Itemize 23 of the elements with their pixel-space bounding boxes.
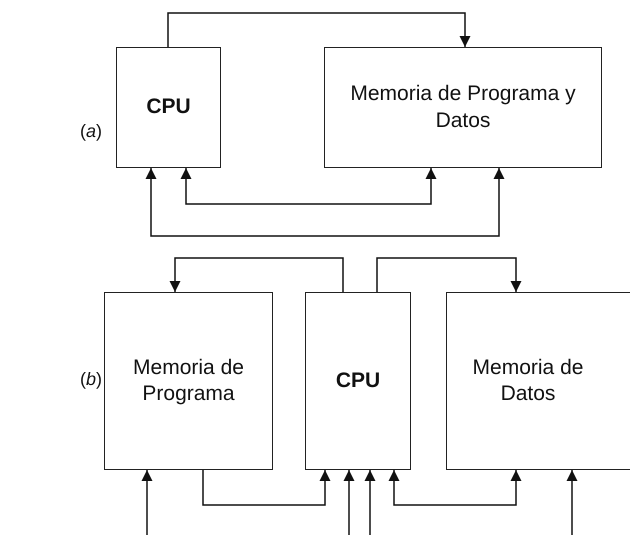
panel-label: (b) [80, 369, 102, 390]
block-box [305, 292, 411, 470]
block-label: Memoria de Programa [132, 354, 245, 407]
arrow [388, 470, 522, 506]
block-box [104, 292, 273, 470]
block-label: Memoria de Programa y Datos [349, 81, 577, 134]
arrow [344, 470, 354, 535]
block-label: Memoria de Datos [472, 354, 584, 407]
block-label: CPU [336, 368, 380, 394]
arrow [364, 470, 376, 535]
block-label: CPU [146, 94, 191, 120]
arrow [180, 168, 436, 205]
panel-label: (a) [80, 121, 102, 142]
arrow [376, 257, 522, 292]
arrow [142, 470, 152, 535]
arrow [202, 470, 330, 506]
arrow [167, 12, 470, 47]
block-box [116, 47, 221, 168]
block-box [324, 47, 602, 168]
arrow [566, 470, 578, 535]
arrow [146, 168, 504, 237]
block-box [446, 292, 630, 470]
arrow [170, 257, 344, 292]
